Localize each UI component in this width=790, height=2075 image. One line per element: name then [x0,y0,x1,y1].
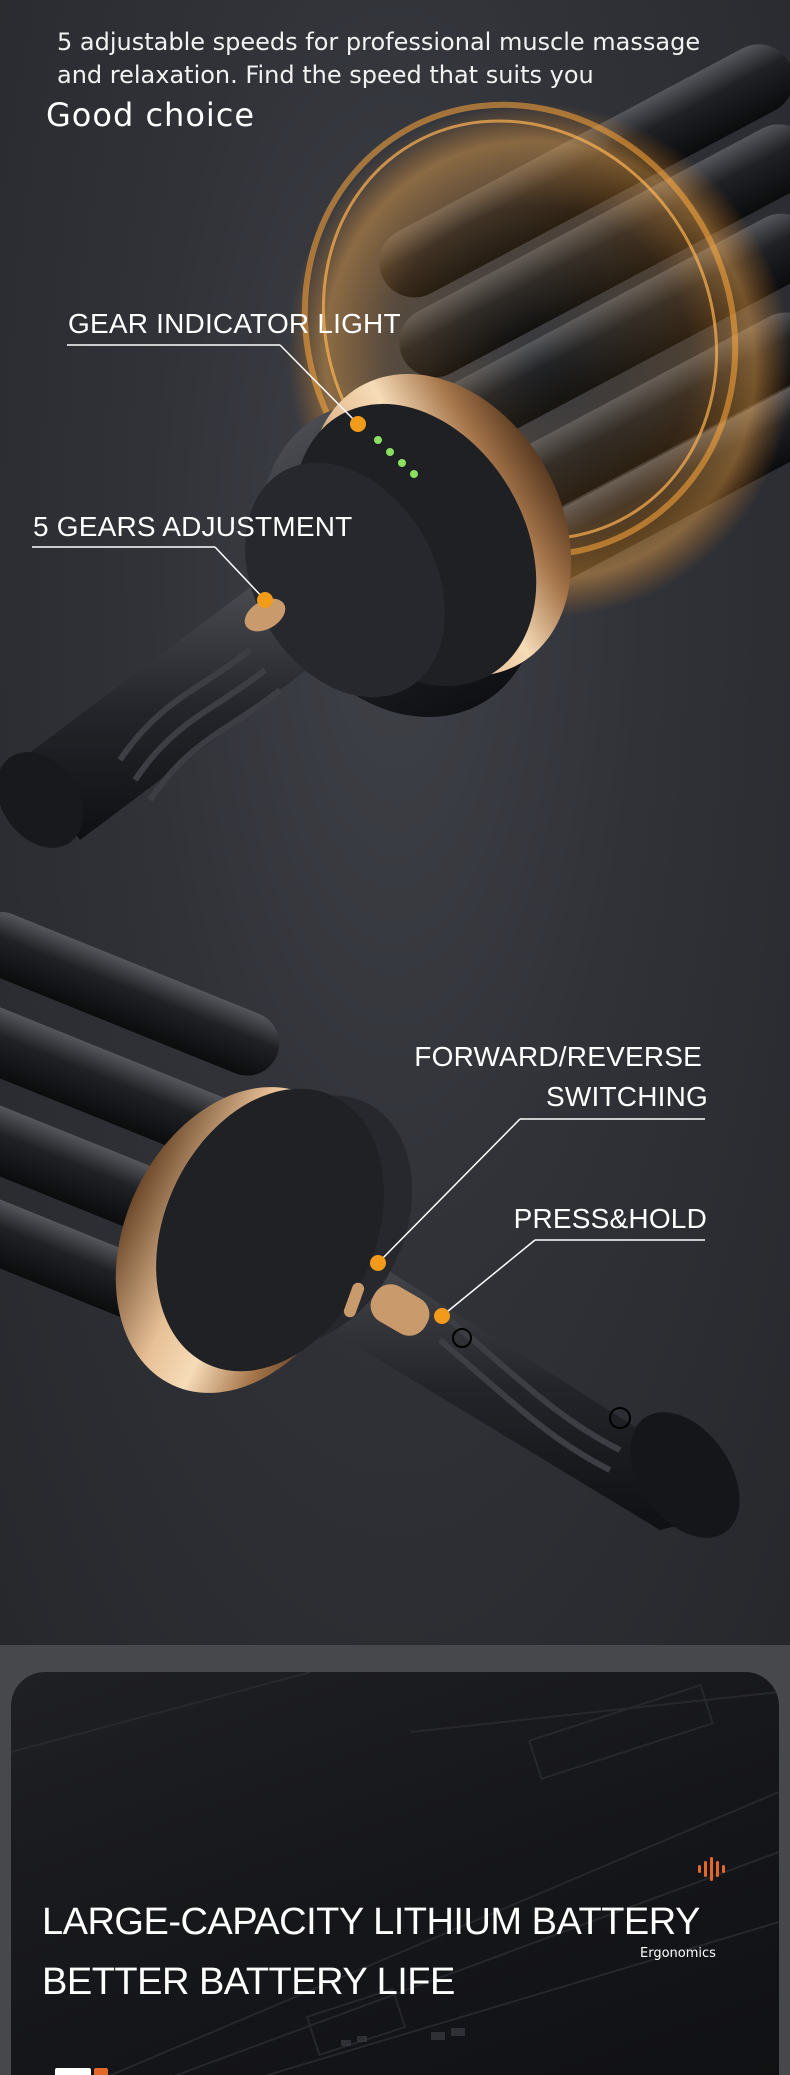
battery-card [11,1672,779,2075]
ergonomics-badge: Ergonomics [640,1946,716,1961]
press-hold-label: PRESS&HOLD [513,1203,707,1234]
bottom-marker-orange [94,2068,108,2075]
massager-illustration [0,44,790,1538]
battery-headline-1: LARGE-CAPACITY LITHIUM BATTERY [42,1901,700,1943]
gear-indicator-label: GEAR INDICATOR LIGHT [68,308,401,339]
forward-reverse-label-2: SWITCHING [545,1081,708,1112]
bottom-marker-white [55,2068,91,2075]
forward-reverse-label-1: FORWARD/REVERSE [414,1041,702,1072]
battery-headline-2: BETTER BATTERY LIFE [42,1961,455,2003]
massager-bottom [0,911,740,1538]
gears-adjustment-marker [257,592,273,608]
press-hold-marker [434,1308,450,1324]
gears-adjustment-label: 5 GEARS ADJUSTMENT [33,511,353,542]
tagline: Good choice [46,96,256,134]
intro-line-2: and relaxation. Find the speed that suit… [57,61,594,89]
sound-wave-icon [698,1857,725,1881]
intro-text: 5 adjustable speeds for professional mus… [57,26,757,92]
forward-reverse-marker [370,1255,386,1271]
massager-top [0,44,790,848]
gear-indicator-marker [350,416,366,432]
intro-line-1: 5 adjustable speeds for professional mus… [57,28,701,56]
circuit-board-background [11,1672,779,2075]
